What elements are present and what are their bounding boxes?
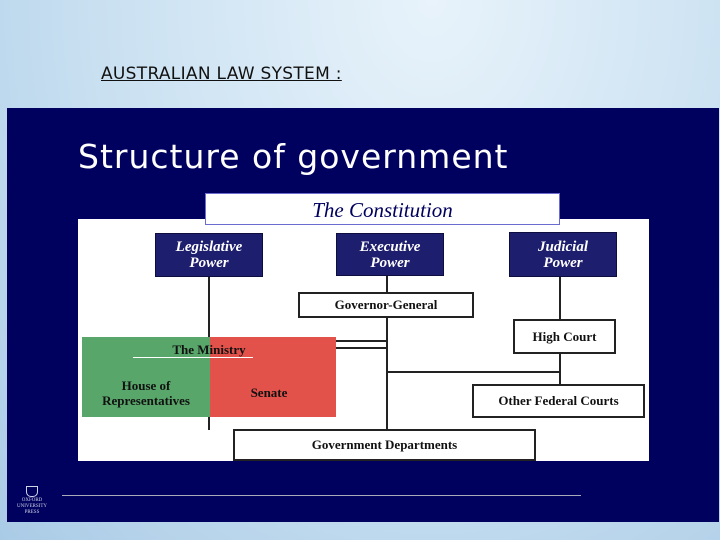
diagram-heading: Structure of government [78,137,509,176]
judicial-power-box: Judicial Power [509,232,617,277]
senate-section [210,337,336,417]
constitution-box: The Constitution [205,193,560,225]
executive-ministry-connector-lower [336,347,387,349]
governor-general-box: Governor-General [298,292,474,318]
crest-icon [26,486,38,497]
government-departments-box: Government Departments [233,429,536,461]
house-section [82,337,210,417]
footer-rule [62,495,581,496]
legislative-power-label: Legislative Power [175,239,243,271]
judicial-power-label: Judicial Power [537,238,588,271]
ministry-underline [133,357,253,358]
house-of-representatives-label: House of Representatives [102,378,190,408]
oxford-logo: OXFORD UNIVERSITY PRESS [12,486,52,516]
executive-power-box: Executive Power [336,233,444,276]
ministry-label: The Ministry [172,342,246,357]
executive-ministry-connector [336,340,387,342]
high-court-box: High Court [513,319,616,354]
other-federal-courts-box: Other Federal Courts [472,384,645,418]
executive-power-label: Executive Power [359,238,421,271]
executive-connector [386,274,388,431]
logo-text: OXFORD UNIVERSITY PRESS [17,498,47,515]
executive-courts-connector [386,371,560,373]
senate-label: Senate [250,385,288,400]
slide-title: AUSTRALIAN LAW SYSTEM : [101,64,342,84]
legislative-power-box: Legislative Power [155,233,263,277]
